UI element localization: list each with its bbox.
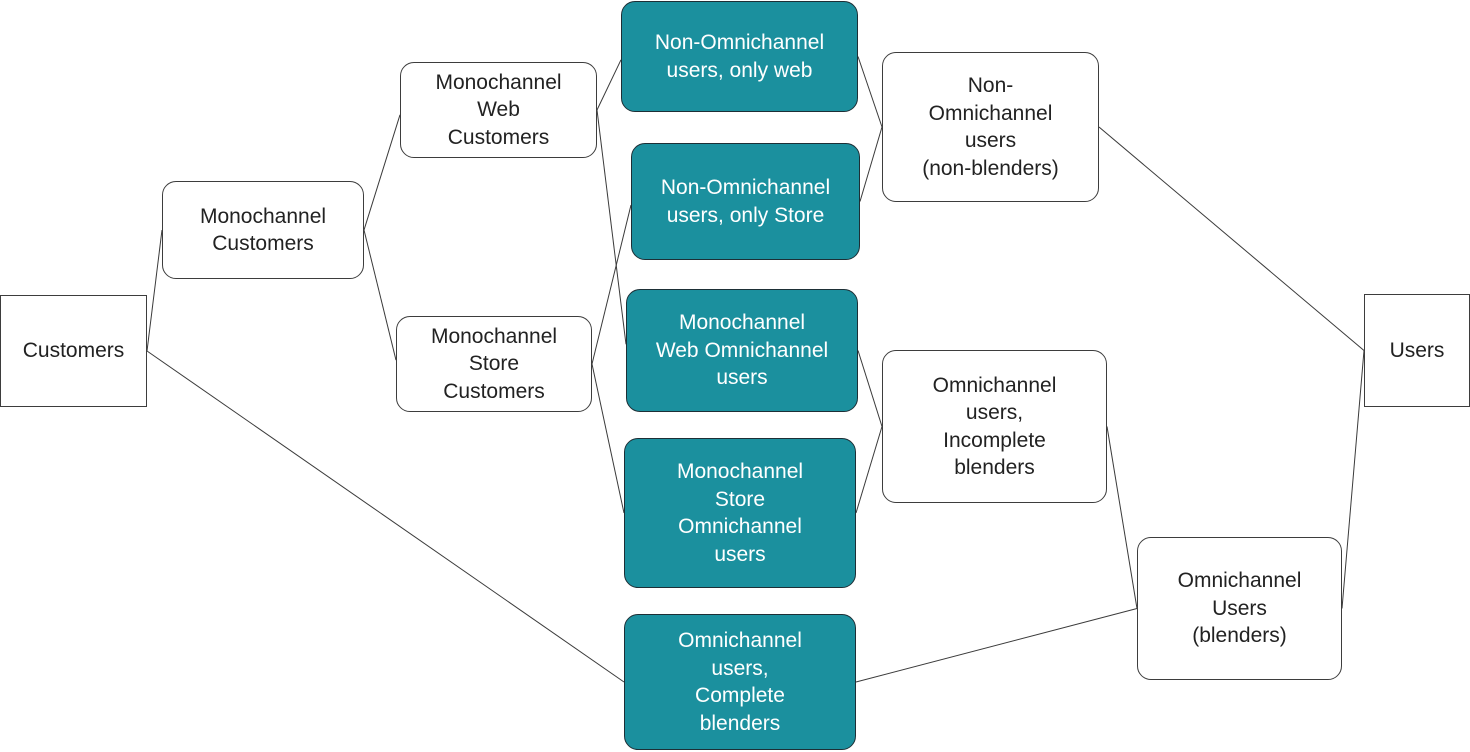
node-omnichannel-users-blenders-label: Omnichannel Users (blenders) [1177, 569, 1302, 648]
node-monochannel-store-customers-label: Monochannel Store Customers [430, 324, 558, 403]
connector-customers-to-omni-complete [146, 350, 625, 683]
node-users-label: Users [1389, 338, 1445, 362]
connector-non-omni-users-to-users [1098, 126, 1365, 351]
connector-mono-customers-to-mono-web [363, 114, 401, 231]
connector-omni-complete-to-omni-users [855, 608, 1138, 683]
node-non-omnichannel-only-web: Non-Omnichannel users, only web [621, 1, 858, 112]
connector-mono-web-to-mono-web-omni [596, 109, 627, 345]
node-customers-label: Customers [22, 339, 125, 363]
node-monochannel-store-omnichannel: Monochannel Store Omnichannel users [624, 438, 856, 588]
connector-omni-users-to-users [1341, 350, 1365, 609]
node-non-omnichannel-only-web-label: Non-Omnichannel users, only web [654, 31, 825, 82]
node-monochannel-store-omnichannel-label: Monochannel Store Omnichannel users [676, 460, 804, 566]
connector-mono-web-omni-to-omni-incomplete [857, 350, 883, 427]
connector-non-omni-web-to-non-omni-users [857, 56, 883, 128]
connector-mono-customers-to-mono-store [363, 229, 397, 361]
node-customers: Customers [0, 295, 147, 407]
connector-mono-web-to-non-omni-web [596, 59, 622, 111]
node-monochannel-web-omnichannel-label: Monochannel Web Omnichannel users [655, 311, 829, 390]
node-non-omnichannel-users: Non- Omnichannel users (non-blenders) [882, 52, 1099, 202]
node-non-omnichannel-only-store: Non-Omnichannel users, only Store [631, 143, 860, 260]
node-monochannel-store-customers: Monochannel Store Customers [396, 316, 592, 412]
node-monochannel-web-customers: Monochannel Web Customers [400, 62, 597, 158]
node-omnichannel-complete-blenders: Omnichannel users, Complete blenders [624, 614, 856, 750]
connector-mono-store-to-non-omni-store [591, 204, 632, 365]
connector-omni-incomplete-to-omni-users [1106, 426, 1138, 609]
node-omnichannel-incomplete-blenders: Omnichannel users, Incomplete blenders [882, 350, 1107, 503]
node-monochannel-customers: Monochannel Customers [162, 181, 364, 279]
connector-mono-store-omni-to-omni-incomplete [855, 426, 883, 514]
node-omnichannel-users-blenders: Omnichannel Users (blenders) [1137, 537, 1342, 680]
node-monochannel-web-omnichannel: Monochannel Web Omnichannel users [626, 289, 858, 412]
node-monochannel-customers-label: Monochannel Customers [199, 204, 327, 256]
node-non-omnichannel-only-store-label: Non-Omnichannel users, only Store [660, 176, 831, 227]
node-omnichannel-incomplete-blenders-label: Omnichannel users, Incomplete blenders [932, 373, 1057, 480]
node-users: Users [1364, 294, 1470, 407]
connector-non-omni-store-to-non-omni-users [859, 126, 883, 202]
connector-customers-to-mono-customers [146, 229, 163, 352]
node-omnichannel-complete-blenders-label: Omnichannel users, Complete blenders [678, 629, 802, 735]
node-non-omnichannel-users-label: Non- Omnichannel users (non-blenders) [922, 74, 1059, 180]
connector-mono-store-to-mono-store-omni [591, 363, 625, 514]
node-monochannel-web-customers-label: Monochannel Web Customers [435, 70, 562, 149]
